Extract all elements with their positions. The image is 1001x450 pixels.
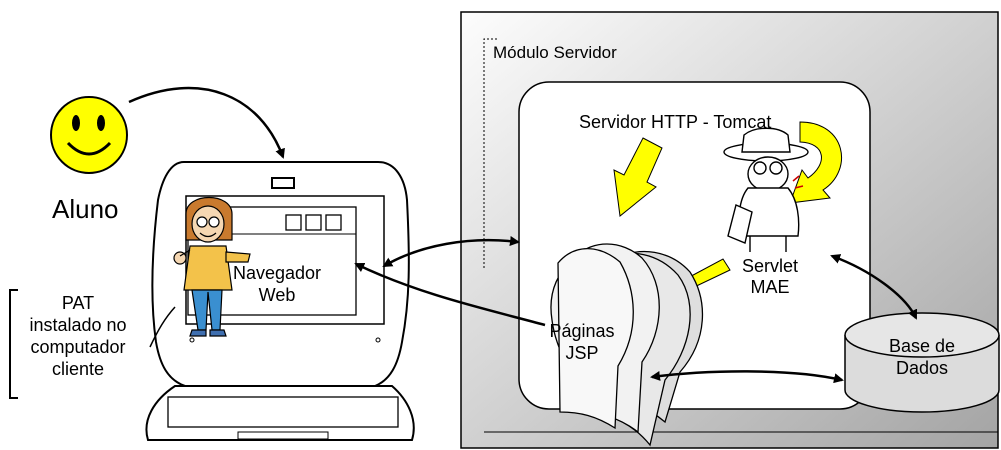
http-to-jsp-arrow xyxy=(613,137,663,217)
servlet-label: Servlet MAE xyxy=(726,256,814,298)
browser-character-icon xyxy=(173,196,251,337)
jsp-label-line2: JSP xyxy=(565,343,599,363)
jsp-database-arrow xyxy=(650,370,844,384)
servlet-database-arrow xyxy=(830,254,918,320)
jsp-to-browser-arrow xyxy=(354,262,546,327)
http-to-servlet-arrow xyxy=(789,121,843,204)
servlet-label-line2: MAE xyxy=(750,277,790,297)
database-icon xyxy=(844,312,1000,413)
laptop-to-pat-line xyxy=(149,306,176,348)
servlet-detective-icon xyxy=(723,127,809,252)
database-label: Base de Dados xyxy=(873,335,971,379)
smiley-icon xyxy=(50,96,128,174)
browser-label: Navegador Web xyxy=(227,262,327,306)
pat-note-line4: cliente xyxy=(51,359,105,379)
student-label: Aluno xyxy=(52,194,119,224)
browser-server-link-arrow xyxy=(382,236,520,268)
server-module-title: Módulo Servidor xyxy=(493,43,617,62)
database-label-line1: Base de xyxy=(888,336,956,356)
student-to-laptop-arrow xyxy=(128,86,285,159)
browser-label-line1: Navegador xyxy=(232,263,322,283)
jsp-label-line1: Páginas xyxy=(549,321,615,341)
pat-note: PAT instalado no computador cliente xyxy=(18,292,138,380)
jsp-label: Páginas JSP xyxy=(546,320,618,364)
pat-note-line1: PAT xyxy=(61,293,95,313)
pat-note-line2: instalado no xyxy=(29,315,127,335)
database-label-line2: Dados xyxy=(895,358,949,378)
jsp-pages-icon xyxy=(550,243,704,447)
servlet-label-line1: Servlet xyxy=(741,256,799,276)
http-server-label: Servidor HTTP - Tomcat xyxy=(579,112,772,132)
pat-bracket xyxy=(9,289,18,399)
pat-note-line3: computador xyxy=(30,337,126,357)
browser-label-line2: Web xyxy=(258,285,296,305)
